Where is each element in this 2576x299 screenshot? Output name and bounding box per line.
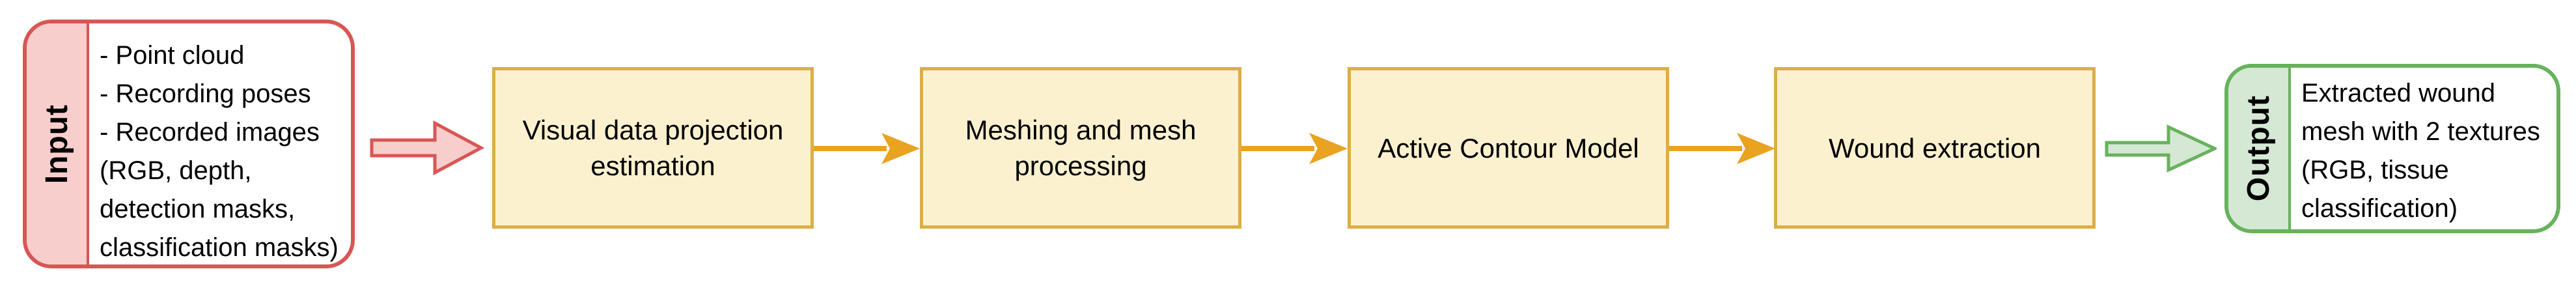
input-line: classification masks) bbox=[100, 233, 339, 262]
output-label-strip: Output bbox=[2228, 68, 2291, 229]
input-box: Input - Point cloud - Recording poses - … bbox=[23, 20, 355, 268]
stage-text-line: Meshing and mesh bbox=[965, 115, 1197, 145]
stage-box-meshing-and-mesh-processing: Meshing and mesh processing bbox=[920, 67, 1241, 229]
flow-arrow-icon bbox=[1241, 133, 1348, 164]
stage-text-line: Visual data projection bbox=[522, 115, 784, 145]
flow-arrow-icon bbox=[1669, 133, 1775, 164]
stage-text-line: processing bbox=[1014, 150, 1147, 181]
input-label: Input bbox=[39, 104, 74, 184]
stage-box-wound-extraction: Wound extraction bbox=[1774, 67, 2096, 229]
input-line: (RGB, depth, bbox=[100, 156, 252, 185]
input-line: - Recorded images bbox=[100, 118, 320, 147]
output-line: mesh with 2 textures bbox=[2301, 117, 2540, 146]
input-block-arrow-icon bbox=[370, 120, 484, 176]
stage-text-line: Wound extraction bbox=[1828, 132, 2042, 164]
input-line: - Recording poses bbox=[100, 79, 311, 108]
flow-arrow-icon bbox=[814, 133, 920, 164]
output-line: Extracted wound bbox=[2301, 79, 2495, 107]
stage-box-visual-data-projection-estimation: Visual data projection estimation bbox=[492, 67, 814, 229]
output-label: Output bbox=[2241, 95, 2276, 202]
input-line: - Point cloud bbox=[100, 41, 245, 70]
output-block-arrow-icon bbox=[2105, 124, 2217, 173]
stage-box-active-contour-model: Active Contour Model bbox=[1348, 67, 1669, 229]
input-content: - Point cloud - Recording poses - Record… bbox=[89, 23, 351, 264]
stage-text-line: estimation bbox=[590, 150, 715, 181]
stage-text-line: Active Contour Model bbox=[1378, 132, 1639, 164]
output-content: Extracted wound mesh with 2 textures (RG… bbox=[2291, 68, 2556, 229]
output-line: (RGB, tissue bbox=[2301, 156, 2449, 184]
output-box: Output Extracted wound mesh with 2 textu… bbox=[2224, 64, 2560, 233]
input-line: detection masks, bbox=[100, 195, 296, 223]
output-line: classification) bbox=[2301, 194, 2458, 223]
input-label-strip: Input bbox=[27, 23, 89, 264]
